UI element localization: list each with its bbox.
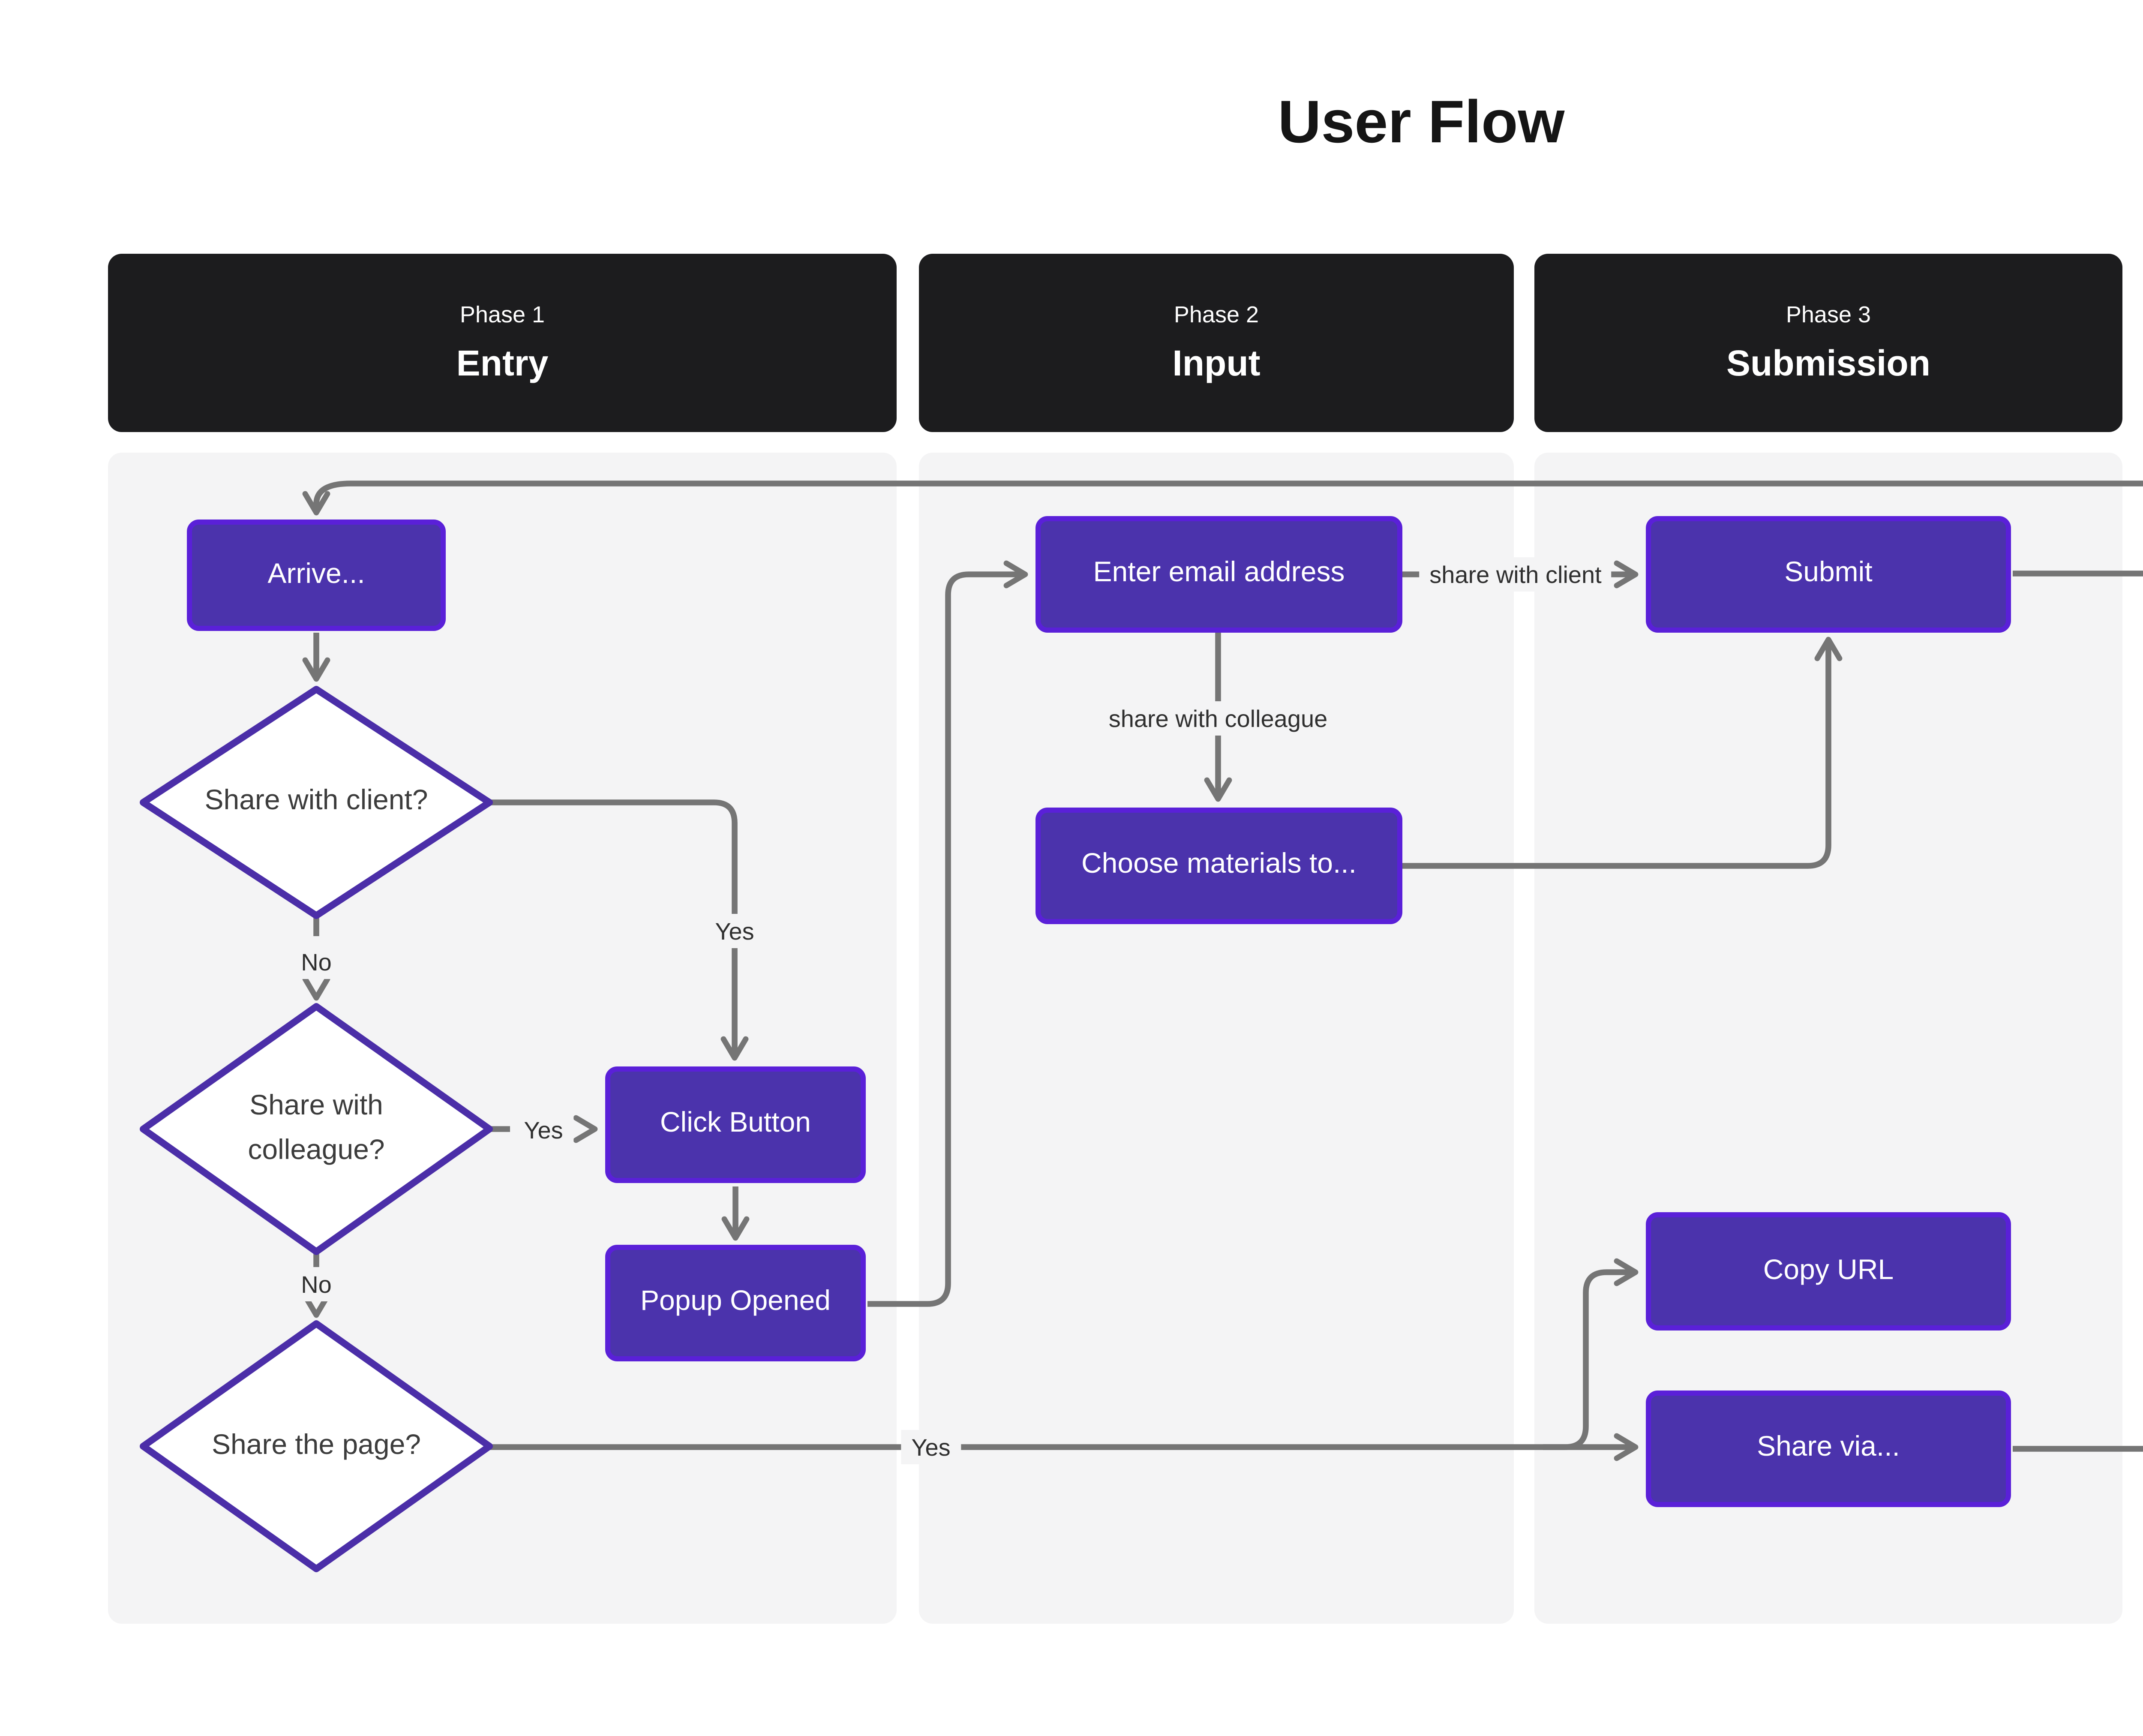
phase-header-entry: Phase 1 Entry [108,254,897,432]
phase-label: Phase 1 [459,301,545,327]
edge-label-share-with-client: share with client [1419,557,1612,592]
edge-label-yes-share-colleague: Yes [513,1112,573,1146]
edge-share-page-yes-to-copy-url [1543,1258,1639,1450]
node-enter-email-address: Enter email address [1035,516,1402,633]
node-share-via: Share via... [1646,1391,2011,1507]
edge-share-client-yes-to-click-button [489,799,749,1061]
page-title: User Flow [1278,89,1565,156]
edge-label-no-share-colleague: No [291,1267,342,1301]
node-copy-url: Copy URL [1646,1212,2011,1331]
edge-failed-to-send-to-arrive-loop [302,481,2143,516]
node-click-button: Click Button [605,1066,866,1183]
decision-share-client-shape [140,686,493,919]
phase-header-submission: Phase 3 Submission [1534,254,2122,432]
phase-label: Phase 3 [1786,301,1871,327]
edge-label-yes-share-client: Yes [705,914,765,948]
edge-choose-materials-to-submit [1402,637,1843,869]
node-choose-materials: Choose materials to... [1035,808,1402,924]
phase-label: Phase 2 [1174,301,1259,327]
node-submit: Submit [1646,516,2011,633]
phase-name: Input [1172,344,1261,383]
decision-share-page-shape [140,1320,493,1572]
phase-header-input: Phase 2 Input [919,254,1514,432]
decision-share-page: Share the page? [211,1429,421,1460]
phase-name: Submission [1726,344,1931,383]
decision-share-client: Share with client? [204,785,428,817]
phase-name: Entry [456,344,549,383]
edge-label-yes-share-page: Yes [901,1430,961,1464]
decision-share-colleague: Share with colleague? [248,1090,385,1165]
node-arrive: Arrive... [187,520,446,631]
edge-label-share-with-colleague: share with colleague [1098,701,1338,736]
node-popup-opened: Popup Opened [605,1245,866,1361]
edge-label-no-share-client: No [291,945,342,979]
decision-share-colleague-shape [140,1003,493,1255]
edge-popup-opened-to-enter-email [867,560,1028,1307]
